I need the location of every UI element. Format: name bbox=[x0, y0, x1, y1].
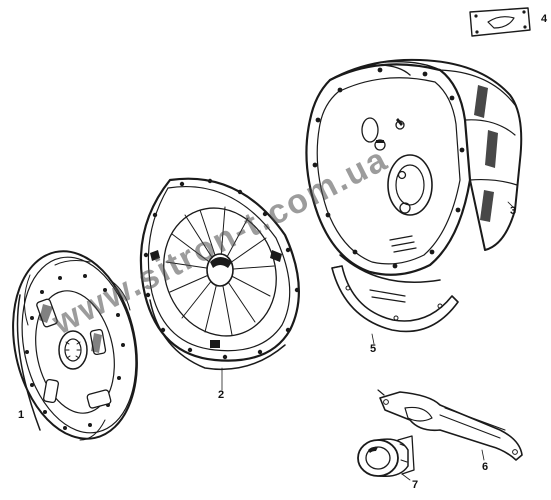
label-part-4: 4 bbox=[541, 13, 548, 25]
pressure-plate-drawing bbox=[139, 177, 300, 371]
label-part-2: 2 bbox=[218, 389, 224, 401]
gasket-plate-drawing bbox=[469, 7, 531, 37]
label-part-3: 3 bbox=[510, 205, 516, 217]
label-part-1: 1 bbox=[18, 409, 24, 421]
label-part-6: 6 bbox=[482, 461, 488, 473]
release-bearing-drawing bbox=[357, 435, 415, 478]
leader-lines bbox=[221, 201, 515, 481]
clutch-housing-drawing bbox=[305, 58, 523, 283]
cover-plate-drawing bbox=[331, 265, 459, 333]
release-fork-drawing bbox=[377, 389, 523, 461]
label-part-7: 7 bbox=[412, 479, 418, 491]
watermark-text: www.sitron-t.com.ua bbox=[45, 140, 394, 343]
clutch-disc-drawing bbox=[12, 250, 138, 441]
label-part-5: 5 bbox=[370, 343, 376, 355]
